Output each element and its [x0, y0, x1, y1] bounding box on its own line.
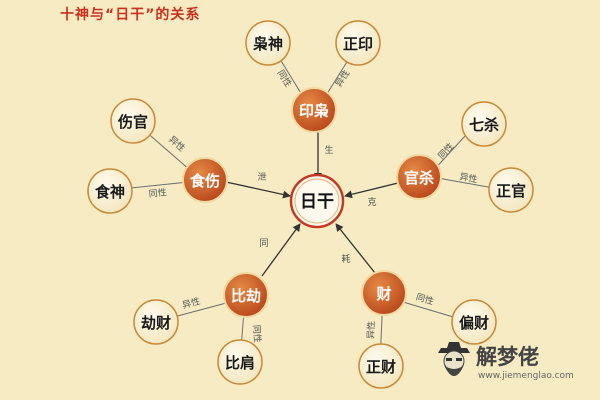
leaf-zhengcai: 正财 — [358, 343, 404, 389]
leaf-shishen: 食神 — [87, 168, 133, 214]
hub-label: 官杀 — [404, 169, 434, 187]
leaf-piancai: 偏财 — [451, 299, 497, 345]
leaf-shangguan: 伤官 — [110, 98, 156, 144]
leaf-zhengguan: 正官 — [488, 167, 534, 213]
relation-label: 异性 — [459, 171, 479, 186]
leaf-bijian: 比肩 — [217, 339, 263, 385]
relation-label: 同性 — [435, 140, 456, 161]
leaf-label: 劫财 — [141, 314, 171, 332]
watermark: 解梦佬 www.jiemenglao.com — [432, 339, 600, 389]
relation-label: 同性 — [148, 186, 167, 200]
arrow-cai-to-center — [335, 223, 376, 274]
hub-bijie: 比劫 — [223, 272, 269, 318]
hub-label: 比劫 — [231, 287, 261, 305]
edge-label: 克 — [367, 197, 376, 208]
watermark-brand: 解梦佬 — [476, 345, 539, 369]
edge-label: 生 — [324, 144, 333, 156]
relation-label: 异性 — [365, 321, 378, 339]
hub-label: 印枭 — [299, 102, 329, 120]
leaf-qisha: 七杀 — [461, 101, 507, 147]
leaf-zhengyin: 正印 — [335, 20, 381, 66]
arrow-shishang-to-center — [225, 181, 291, 199]
relation-label: 异性 — [166, 133, 187, 154]
leaf-label: 正财 — [366, 358, 396, 376]
leaf-label: 伤官 — [117, 113, 148, 131]
arrow-bijie-to-center — [261, 223, 301, 277]
bearded-man-icon — [438, 342, 470, 376]
edge-label: 耗 — [341, 254, 350, 265]
leaf-label: 正官 — [496, 182, 526, 200]
relation-label: 异性 — [333, 68, 353, 90]
center-label: 日干 — [300, 192, 334, 212]
relation-label: 同性 — [250, 324, 263, 343]
leaf-label: 正印 — [343, 35, 373, 53]
leaf-label: 偏财 — [459, 314, 489, 332]
center-rigan: 日干 — [289, 173, 345, 229]
relation-label: 异性 — [181, 295, 202, 311]
hub-label: 财 — [376, 285, 391, 303]
hub-shishang: 食伤 — [182, 157, 228, 203]
leaf-label: 七杀 — [469, 116, 499, 134]
hub-yinxiao: 印枭 — [291, 87, 337, 133]
leaf-jiecai: 劫财 — [133, 299, 179, 345]
hub-cai: 财 — [361, 270, 407, 316]
watermark-url: www.jiemenglao.com — [478, 371, 574, 381]
hub-guansha: 官杀 — [396, 154, 442, 200]
leaf-label: 枭神 — [252, 35, 283, 53]
leaf-xiaoshen: 枭神 — [245, 20, 291, 66]
diagram-title: 十神与“日干”的关系 — [60, 7, 201, 23]
arrow-guansha-to-center — [344, 181, 403, 199]
relation-label: 同性 — [415, 291, 436, 308]
hub-label: 食伤 — [190, 172, 220, 190]
edge-label: 泄 — [257, 171, 266, 183]
leaf-label: 比肩 — [225, 354, 255, 372]
edge-label: 同 — [259, 238, 268, 249]
leaf-label: 食神 — [95, 183, 125, 201]
